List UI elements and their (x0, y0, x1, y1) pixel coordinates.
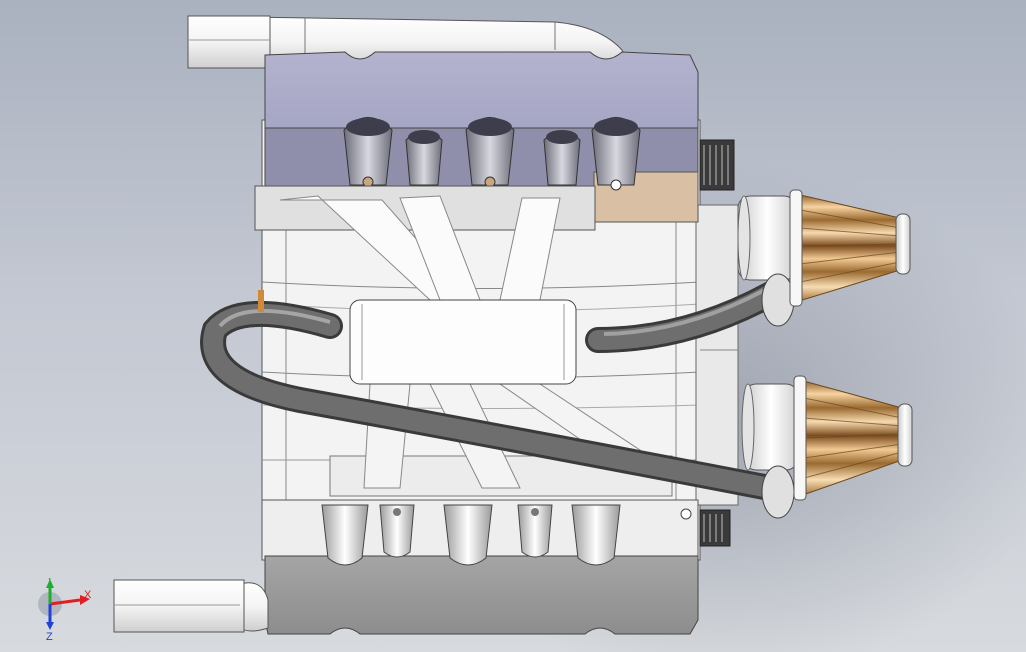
air-filter-cone-upper[interactable] (789, 189, 911, 307)
intake-pipe-bottom[interactable] (113, 579, 269, 633)
x-axis-arrow (49, 598, 81, 606)
coordinate-triad: X Y Z (38, 578, 92, 643)
side-bolt (258, 290, 264, 312)
x-axis-label: X (84, 589, 92, 601)
timing-pulley[interactable] (699, 139, 735, 547)
cylinder-head-cover-top[interactable] (264, 51, 699, 223)
air-filter-cone-lower[interactable] (793, 375, 913, 501)
z-axis-arrowhead (46, 622, 54, 630)
coolant-hose[interactable] (200, 273, 795, 519)
y-axis-label: Y (46, 578, 54, 585)
head-ports-bottom (321, 504, 692, 566)
throttle-body[interactable] (737, 195, 799, 471)
z-axis-label: Z (46, 631, 53, 643)
x-axis-arrowhead (80, 595, 90, 605)
cylinder-head-cover-bottom[interactable] (261, 499, 699, 635)
head-ports-top (343, 117, 641, 191)
y-axis-arrowhead (46, 579, 54, 588)
